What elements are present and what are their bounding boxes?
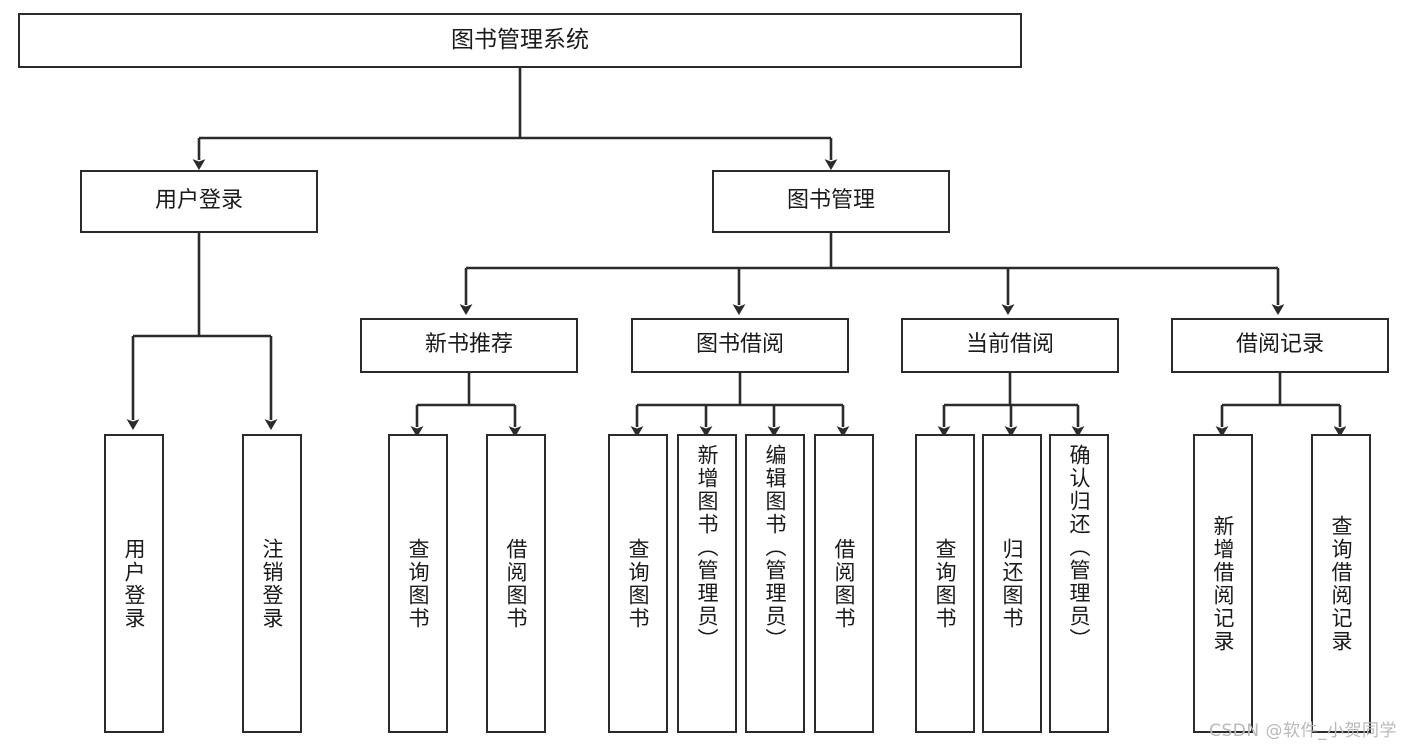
- node-label: 借阅图书: [504, 537, 529, 630]
- node-leaf-logout[interactable]: 注销登录: [242, 434, 302, 733]
- node-user-login[interactable]: 用户登录: [80, 170, 318, 233]
- node-label: 查询图书: [406, 537, 431, 630]
- node-current-borrow[interactable]: 当前借阅: [901, 318, 1119, 373]
- node-borrow-record[interactable]: 借阅记录: [1171, 318, 1389, 373]
- node-label: 新增图书（管理员）: [695, 444, 720, 651]
- node-label: 借阅记录: [1235, 332, 1324, 358]
- node-label: 图书管理系统: [451, 27, 589, 54]
- node-leaf-add-book[interactable]: 新增图书（管理员）: [677, 434, 737, 733]
- node-label: 当前借阅: [965, 332, 1054, 358]
- node-label: 用户登录: [154, 188, 243, 214]
- node-leaf-edit-book[interactable]: 编辑图书（管理员）: [745, 434, 805, 733]
- node-label: 查询借阅记录: [1329, 514, 1354, 653]
- node-leaf-borrow-book-1[interactable]: 借阅图书: [486, 434, 546, 733]
- node-leaf-user-login[interactable]: 用户登录: [104, 434, 164, 733]
- node-root-book-management-system[interactable]: 图书管理系统: [18, 13, 1022, 68]
- node-label: 新书推荐: [424, 332, 513, 358]
- csdn-watermark: CSDN @软件_小贺同学: [1209, 721, 1397, 741]
- node-label: 新增借阅记录: [1211, 514, 1236, 653]
- node-leaf-add-record[interactable]: 新增借阅记录: [1193, 434, 1253, 733]
- node-leaf-query-record[interactable]: 查询借阅记录: [1311, 434, 1371, 733]
- node-label: 图书管理: [786, 188, 875, 214]
- node-label: 确认归还（管理员）: [1067, 444, 1092, 651]
- node-label: 图书借阅: [695, 332, 784, 358]
- node-leaf-return-book[interactable]: 归还图书: [982, 434, 1042, 733]
- node-label: 归还图书: [1000, 537, 1025, 630]
- node-book-management[interactable]: 图书管理: [712, 170, 950, 233]
- node-leaf-query-book-1[interactable]: 查询图书: [388, 434, 448, 733]
- node-label: 查询图书: [933, 537, 958, 630]
- node-leaf-query-book-3[interactable]: 查询图书: [915, 434, 975, 733]
- node-label: 用户登录: [122, 537, 147, 630]
- node-leaf-borrow-book-2[interactable]: 借阅图书: [814, 434, 874, 733]
- node-label: 注销登录: [260, 537, 285, 630]
- node-book-borrow[interactable]: 图书借阅: [631, 318, 849, 373]
- node-label: 借阅图书: [832, 537, 857, 630]
- node-label: 编辑图书（管理员）: [763, 444, 788, 651]
- node-leaf-query-book-2[interactable]: 查询图书: [608, 434, 668, 733]
- node-label: 查询图书: [626, 537, 651, 630]
- node-new-book-recommend[interactable]: 新书推荐: [360, 318, 578, 373]
- node-leaf-confirm-return[interactable]: 确认归还（管理员）: [1049, 434, 1109, 733]
